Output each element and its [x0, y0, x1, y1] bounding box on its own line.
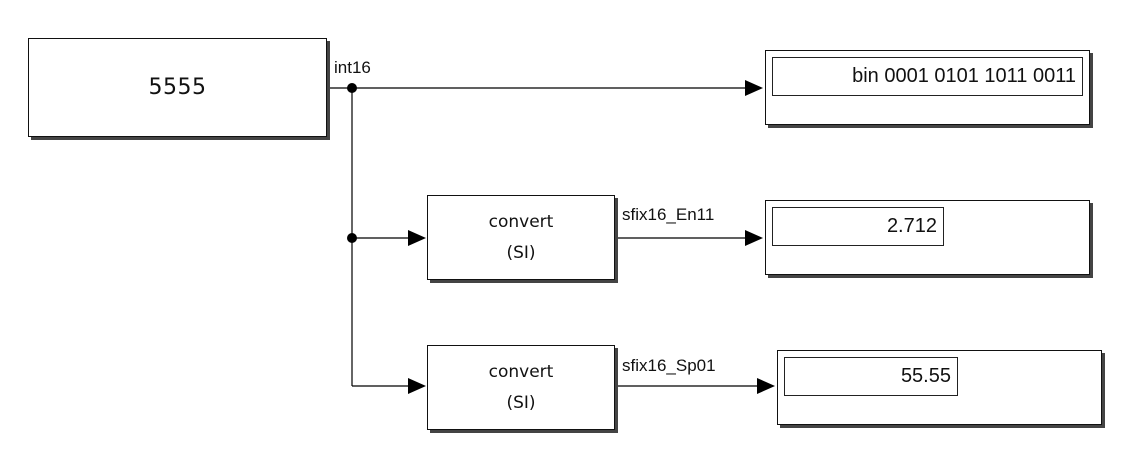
arrow-head-convert-1 [408, 230, 426, 246]
arrow-head-display-3 [757, 378, 775, 394]
constant-value: 5555 [148, 75, 207, 100]
display-readout: bin 0001 0101 1011 0011 [772, 57, 1083, 96]
constant-block[interactable]: 5555 [28, 38, 327, 137]
arrow-head-display-2 [745, 230, 763, 246]
convert-block-mode: (SI) [506, 242, 536, 263]
display-block-2[interactable]: 2.712 [765, 200, 1090, 275]
branch-point-1 [347, 83, 357, 93]
arrow-head-display-1 [745, 80, 763, 96]
display-block-1[interactable]: bin 0001 0101 1011 0011 [765, 50, 1090, 125]
display-block-3[interactable]: 55.55 [777, 350, 1102, 425]
display-readout: 55.55 [784, 357, 958, 396]
arrow-head-convert-2 [408, 378, 426, 394]
signal-label-int16: int16 [334, 58, 371, 77]
signal-label-en11: sfix16_En11 [622, 205, 715, 224]
convert-block-1[interactable]: convert (SI) [427, 195, 615, 280]
signal-label-sp01: sfix16_Sp01 [622, 356, 716, 375]
convert-block-label: convert [488, 211, 554, 232]
display-readout: 2.712 [772, 207, 944, 246]
convert-block-mode: (SI) [506, 392, 536, 413]
convert-block-2[interactable]: convert (SI) [427, 345, 615, 430]
convert-block-label: convert [488, 361, 554, 382]
